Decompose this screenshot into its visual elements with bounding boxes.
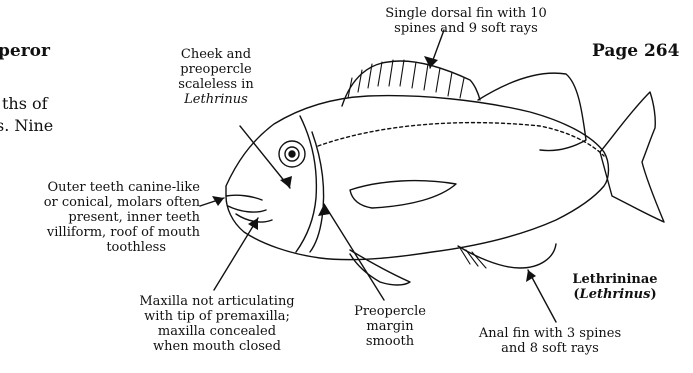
lower-lip — [228, 206, 266, 212]
anal-fin — [458, 244, 556, 268]
eye-pupil — [289, 151, 295, 157]
dorsal-spines — [348, 60, 464, 98]
pointer-maxilla — [214, 218, 258, 290]
pelvic-fin — [350, 250, 410, 285]
soft-dorsal-fin — [478, 73, 586, 150]
pointer-cheek — [240, 126, 290, 188]
lateral-line — [318, 123, 604, 156]
pointer-preopercle — [324, 204, 384, 300]
caudal-fin — [600, 92, 664, 222]
body-outline — [226, 96, 609, 260]
arrowhead-anal-fin — [526, 270, 536, 282]
pectoral-fin — [350, 181, 456, 208]
upper-lip — [226, 195, 262, 200]
